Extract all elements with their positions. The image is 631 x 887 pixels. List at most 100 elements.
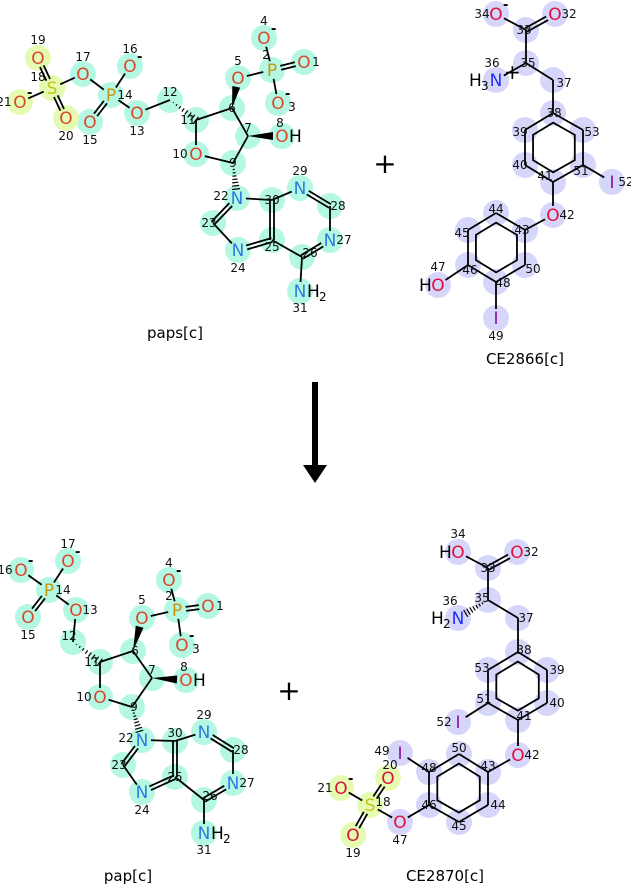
atom-element-label: O bbox=[511, 746, 524, 766]
bond bbox=[93, 100, 108, 117]
atom-number: 10 bbox=[172, 147, 187, 161]
bond bbox=[120, 745, 139, 767]
bond bbox=[582, 164, 605, 179]
atom-number: 4 bbox=[165, 556, 173, 570]
bond bbox=[210, 202, 233, 226]
atom-element-label: O bbox=[451, 543, 464, 563]
atom-5: O5 bbox=[231, 54, 244, 89]
bond bbox=[172, 741, 178, 777]
bond bbox=[55, 594, 70, 606]
bond bbox=[174, 776, 205, 801]
atom-number: 15 bbox=[20, 628, 35, 642]
atom-10: O10 bbox=[172, 145, 202, 165]
atom-23: 23 bbox=[111, 758, 126, 772]
charge-sign: - bbox=[28, 554, 33, 569]
atom-element-label: I bbox=[397, 744, 402, 764]
atom-element-label: O bbox=[393, 813, 406, 833]
bond bbox=[53, 94, 65, 112]
bond bbox=[299, 256, 303, 283]
atom-4: O-4 bbox=[162, 556, 181, 591]
bond bbox=[108, 698, 133, 708]
atom-number: 51 bbox=[476, 692, 491, 706]
atom-highlight bbox=[425, 272, 451, 298]
bond bbox=[467, 264, 497, 283]
bond bbox=[458, 753, 489, 773]
atom-53: 53 bbox=[584, 125, 599, 139]
charge-sign: - bbox=[285, 87, 290, 102]
atom-element-label: O bbox=[76, 65, 89, 85]
atom-highlight bbox=[340, 822, 366, 848]
atom-number: 28 bbox=[233, 743, 248, 757]
atom-element-label: P bbox=[172, 601, 182, 621]
atom-19: O19 bbox=[345, 826, 360, 860]
bond bbox=[407, 757, 430, 773]
bond bbox=[306, 190, 332, 209]
atom-number: 3 bbox=[288, 100, 296, 114]
atom-20: O20 bbox=[381, 758, 397, 789]
bond bbox=[245, 237, 273, 251]
atom-number: 24 bbox=[230, 261, 245, 275]
atom-element-label: O bbox=[381, 769, 394, 789]
bond bbox=[354, 811, 369, 829]
bond bbox=[372, 783, 386, 800]
atom-number: 36 bbox=[442, 594, 457, 608]
atom-37: 37 bbox=[518, 611, 533, 625]
bond bbox=[231, 165, 241, 191]
bond bbox=[232, 135, 249, 164]
bond bbox=[272, 78, 278, 95]
atom-element-label: O bbox=[548, 5, 561, 25]
atom-element-label: O bbox=[162, 571, 175, 591]
atom-highlight bbox=[55, 548, 81, 574]
atom-number: 2 bbox=[165, 589, 173, 603]
atom-number: 12 bbox=[162, 85, 177, 99]
molecule-name-paps: paps[c] bbox=[147, 324, 203, 342]
aromatic-ring bbox=[436, 762, 481, 814]
atom-number: 40 bbox=[549, 696, 564, 710]
bond bbox=[280, 61, 296, 71]
atom-element-label: O bbox=[275, 127, 288, 147]
atom-number: 1 bbox=[312, 55, 320, 69]
atom-number: 50 bbox=[525, 262, 540, 276]
atom-element-label: O bbox=[201, 597, 214, 617]
bond bbox=[245, 197, 273, 201]
atom-number: 20 bbox=[382, 758, 397, 772]
atom-number: 26 bbox=[202, 789, 217, 803]
bond bbox=[132, 650, 153, 679]
charge-sign: - bbox=[189, 629, 194, 644]
atom-number: 43 bbox=[514, 223, 529, 237]
atom-number: 8 bbox=[180, 660, 188, 674]
atom-highlight bbox=[39, 75, 65, 101]
atom-43: 43 bbox=[514, 223, 529, 237]
atom-number: 21 bbox=[0, 95, 12, 109]
atom-element-label: O bbox=[14, 561, 27, 581]
atom-number: 30 bbox=[167, 726, 182, 740]
bond bbox=[524, 112, 554, 131]
atom-highlight bbox=[173, 667, 199, 693]
atom-16: O-16 bbox=[0, 554, 33, 581]
plus-sign-reactants: + bbox=[373, 147, 396, 180]
atom-number: 5 bbox=[138, 593, 146, 607]
atom-highlight bbox=[251, 25, 277, 51]
atom-element-label: O bbox=[130, 104, 143, 124]
atom-number: 47 bbox=[392, 833, 407, 847]
atom-number: 38 bbox=[546, 106, 561, 120]
hydrogen-label: H bbox=[211, 824, 224, 844]
atom-number: 32 bbox=[561, 7, 576, 21]
atom-highlight bbox=[70, 61, 96, 87]
atom-element-label: S bbox=[47, 79, 58, 99]
atom-element-label: O bbox=[61, 552, 74, 572]
atom-number: 45 bbox=[451, 819, 466, 833]
atom-highlight bbox=[483, 305, 509, 331]
atom-26: 26 bbox=[202, 789, 217, 803]
atom-number: 42 bbox=[559, 208, 574, 222]
atom-number: 29 bbox=[196, 708, 211, 722]
atom-highlight bbox=[317, 227, 343, 253]
atom-highlight bbox=[287, 175, 313, 201]
atom-element-label: O bbox=[189, 145, 202, 165]
bond bbox=[117, 99, 131, 109]
